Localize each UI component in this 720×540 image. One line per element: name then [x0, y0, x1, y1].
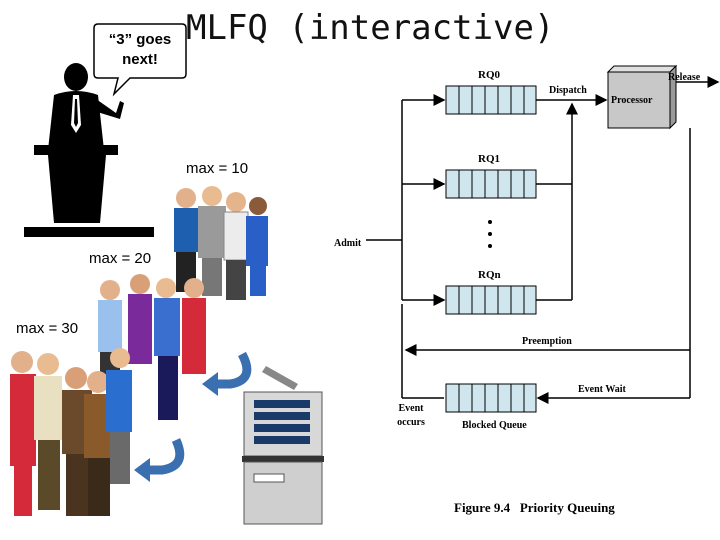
curved-arrows: [134, 351, 252, 482]
figure-caption: Figure 9.4 Priority Queuing: [454, 500, 615, 515]
dispatch-label: Dispatch: [549, 85, 587, 96]
event-occurs-label-wrap: Event occurs: [397, 403, 425, 428]
queue-label-rq0: RQ0: [478, 69, 501, 81]
ellipsis-dot: [488, 244, 492, 248]
people-queue-illustration: [10, 186, 268, 516]
release-label: Release: [668, 72, 701, 83]
speech-bubble: [93, 23, 187, 97]
curved-arrow-head-icon: [202, 372, 218, 396]
ellipsis-dot: [488, 232, 492, 236]
person-group-3: [10, 348, 132, 516]
blocked-queue-label: Blocked Queue: [462, 420, 527, 431]
max-label-10: max = 10: [186, 160, 249, 177]
processor-box: Processor: [606, 64, 678, 130]
curved-arrow-head-icon-2: [134, 458, 150, 482]
slide-title: MLFQ (interactive): [186, 8, 555, 48]
max-label-30: max = 30: [16, 320, 79, 337]
processor-label: Processor: [611, 95, 653, 106]
preemption-label: Preemption: [522, 336, 572, 347]
speaker-podium-icon: [24, 63, 154, 237]
queue-label-rq1: RQ1: [478, 153, 500, 165]
person-group-2: [98, 274, 206, 420]
ellipsis-dot: [488, 220, 492, 224]
speech-bubble-text: “3” goes next!: [108, 31, 172, 68]
blocked-queue: Blocked Queue: [445, 383, 537, 431]
person-group-1: [174, 186, 268, 300]
queue-label-rqn: RQn: [478, 269, 501, 281]
queue-rq1: RQ1: [445, 153, 537, 199]
copier-machine-icon: [242, 366, 324, 525]
max-label-20: max = 20: [89, 250, 152, 267]
queue-rqn: RQn: [445, 269, 537, 315]
queue-rq0: RQ0: [445, 69, 537, 115]
event-occurs-label: Event occurs: [397, 403, 425, 428]
admit-label: Admit: [334, 238, 362, 249]
event-wait-label: Event Wait: [578, 384, 627, 395]
